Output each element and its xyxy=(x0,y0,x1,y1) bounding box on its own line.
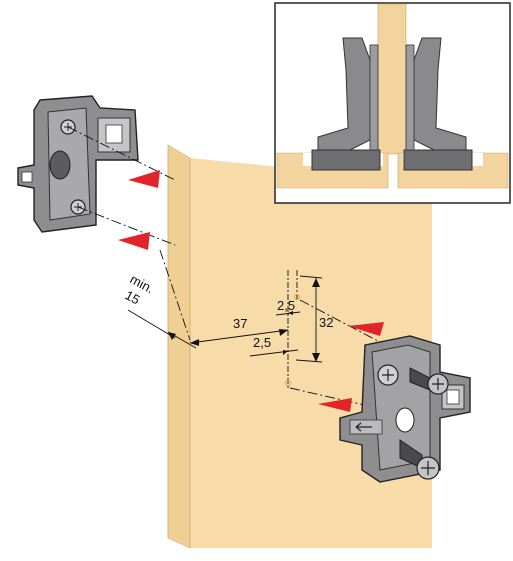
dim-37: 37 xyxy=(233,316,247,331)
lower-hole-marker xyxy=(285,380,291,386)
dim-32: 32 xyxy=(319,315,333,330)
dim-2-5-upper: 2,5 xyxy=(277,298,295,313)
screw-lower-icon xyxy=(399,439,440,480)
dim-2-5-lower: 2,5 xyxy=(253,335,271,350)
edge-min-value: 15 xyxy=(123,287,143,307)
panel-edge xyxy=(167,144,191,549)
hole-layout-dimensions xyxy=(189,270,396,413)
inset-right-hinge-icon xyxy=(403,37,473,171)
direction-arrow-icon xyxy=(118,170,160,250)
direction-arrow-icon xyxy=(318,322,384,412)
inset-center-panel xyxy=(377,3,407,155)
screw-upper-icon xyxy=(377,364,449,395)
mounted-plate-icon xyxy=(339,335,471,483)
upper-hole-marker xyxy=(294,294,300,300)
hinge-top-view-inset xyxy=(274,2,511,204)
inset-left-hinge-icon xyxy=(311,37,381,171)
mounting-plate-icon xyxy=(17,95,139,233)
